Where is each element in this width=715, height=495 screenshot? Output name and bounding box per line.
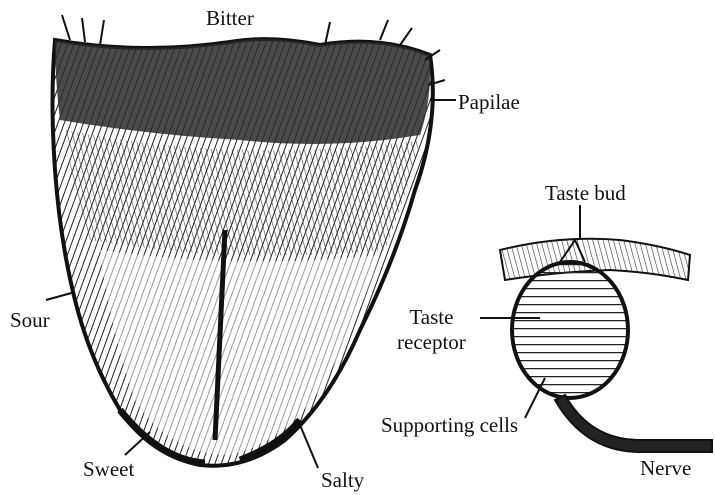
label-taste-receptor-line1: Taste bbox=[397, 305, 466, 330]
label-sweet: Sweet bbox=[83, 459, 134, 480]
label-taste-receptor-line2: receptor bbox=[397, 330, 466, 355]
label-salty: Salty bbox=[321, 470, 364, 491]
label-bitter: Bitter bbox=[206, 8, 254, 29]
label-nerve: Nerve bbox=[640, 458, 691, 479]
label-papilae: Papilae bbox=[458, 92, 520, 113]
label-supporting-cells: Supporting cells bbox=[381, 415, 518, 436]
label-taste-bud: Taste bud bbox=[545, 183, 626, 204]
label-taste-receptor: Taste receptor bbox=[397, 305, 466, 355]
label-sour: Sour bbox=[10, 310, 50, 331]
nerve-fiber bbox=[555, 395, 712, 452]
tongue bbox=[46, 15, 456, 468]
taste-bud-body bbox=[512, 262, 628, 398]
